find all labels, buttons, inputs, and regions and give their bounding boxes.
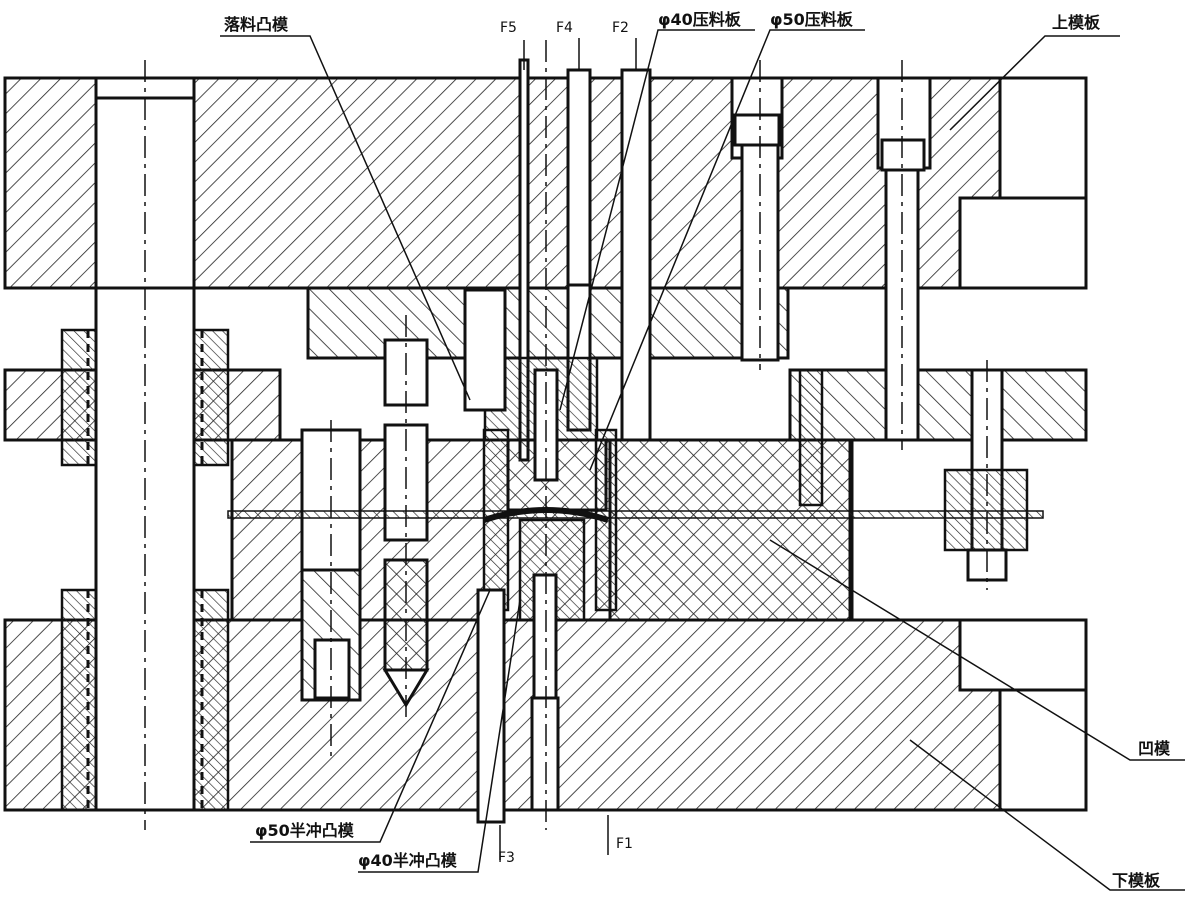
label-upper-die-plate: 上模板	[1052, 13, 1101, 32]
central-punch-assembly	[463, 40, 652, 830]
upper-screw-right-2	[876, 60, 932, 450]
labels: F5 F4 F2 φ40压料板 φ50压料板 上模板 落料凸模 凹模 φ50半冲…	[224, 10, 1171, 890]
right-spring-screw	[798, 360, 1029, 590]
guide-plate-right	[788, 368, 1088, 442]
label-f3: F3	[498, 850, 515, 866]
label-phi50-half-punch: φ50半冲凸模	[255, 821, 355, 840]
label-phi50-press-plate: φ50压料板	[770, 10, 854, 29]
label-f4: F4	[556, 20, 573, 36]
label-lower-die-plate: 下模板	[1112, 871, 1161, 890]
sheet-strip	[227, 507, 1044, 523]
leader-lines	[220, 29, 1185, 891]
upper-backing-plate	[306, 286, 790, 360]
left-punch	[300, 420, 362, 760]
label-phi40-half-punch: φ40半冲凸模	[358, 851, 458, 870]
label-die: 凹模	[1138, 739, 1171, 758]
label-f1: F1	[616, 836, 633, 852]
label-f2: F2	[612, 20, 629, 36]
guide-pillar	[60, 60, 230, 830]
label-f5: F5	[500, 20, 517, 36]
upper-screw-right-1	[730, 60, 784, 370]
label-phi40-press-plate: φ40压料板	[658, 10, 742, 29]
label-blanking-punch: 落料凸模	[224, 15, 289, 34]
